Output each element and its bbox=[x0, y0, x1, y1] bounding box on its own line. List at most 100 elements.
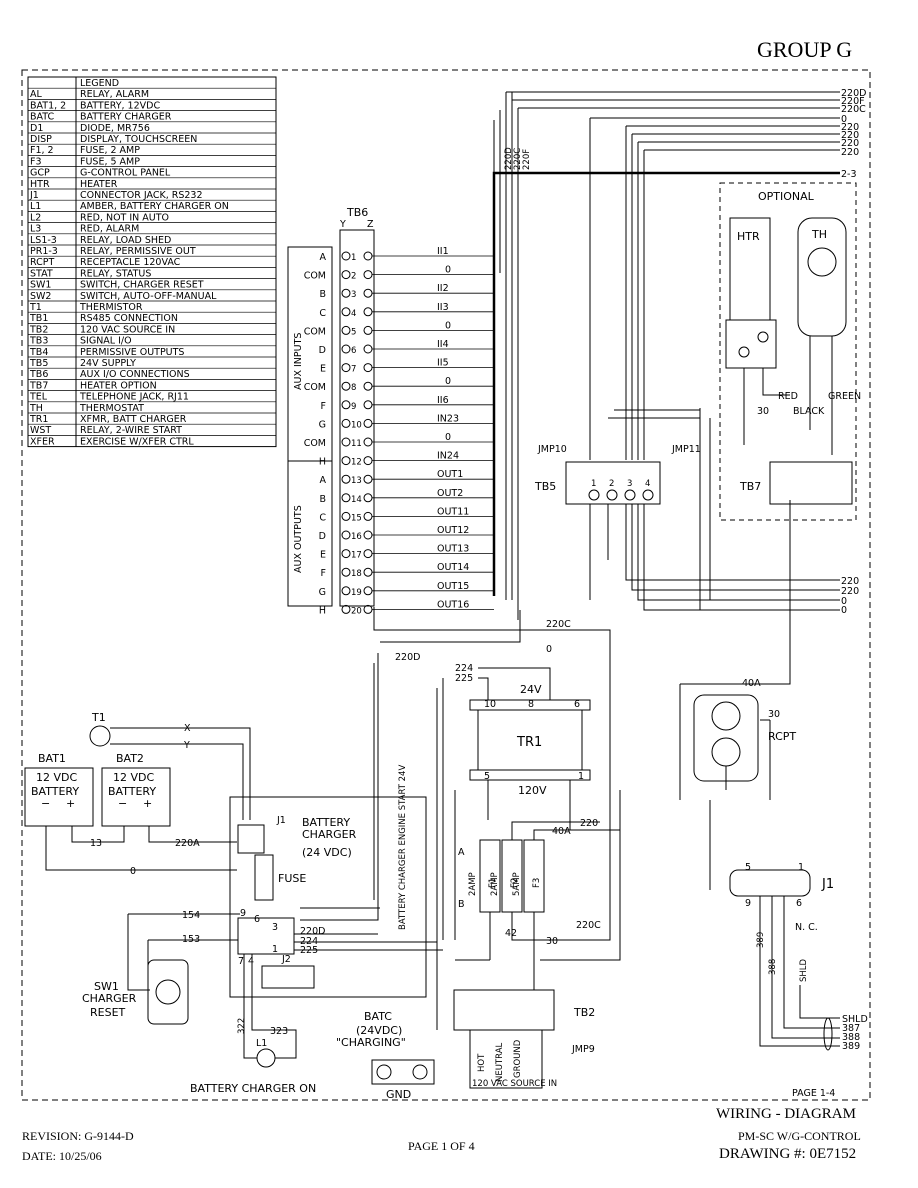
legend-desc: BATTERY CHARGER bbox=[80, 112, 172, 123]
tb6-screw bbox=[341, 530, 351, 540]
tb6-strip bbox=[339, 229, 375, 607]
tb6-num: 18 bbox=[351, 569, 362, 579]
fuse3-label: F3 bbox=[532, 878, 542, 888]
tb6-screw bbox=[341, 511, 351, 521]
htr-30-label: 30 bbox=[757, 406, 769, 417]
tb6-wire-label: II5 bbox=[437, 358, 449, 369]
fuse-w220: 220 bbox=[580, 818, 598, 829]
legend-code: BATC bbox=[30, 112, 55, 123]
tb6-wire-label: II2 bbox=[437, 283, 449, 294]
tb6-screw bbox=[341, 363, 351, 373]
pin-4: 4 bbox=[248, 956, 254, 967]
tb6-num: 3 bbox=[351, 290, 356, 300]
rcpt-label: RCPT bbox=[768, 730, 796, 743]
tb6-num: 9 bbox=[351, 402, 356, 412]
legend-desc: BATTERY, 12VDC bbox=[80, 100, 160, 111]
green-label: GREEN bbox=[828, 391, 861, 402]
tb6-num: 20 bbox=[351, 606, 362, 616]
tb6-screw-right bbox=[363, 604, 373, 614]
tb6-screw-right bbox=[363, 474, 373, 484]
legend-code: TB3 bbox=[29, 336, 48, 347]
tb6-num: 13 bbox=[351, 476, 362, 486]
j1-out-shld: SHLD bbox=[842, 1014, 868, 1025]
legend-desc: THERMISTOR bbox=[79, 302, 143, 313]
legend-desc: AMBER, BATTERY CHARGER ON bbox=[80, 201, 229, 212]
battery-charger: BATTERY CHARGER (24 VDC) FUSE J1 J2 BATT… bbox=[90, 765, 443, 998]
legend-desc: AUX I/O CONNECTIONS bbox=[80, 369, 190, 380]
bat2-minus: − bbox=[118, 797, 127, 810]
tb6-screw bbox=[341, 381, 351, 391]
sw1-line2: CHARGER bbox=[82, 992, 137, 1005]
j1-out-387: 387 bbox=[842, 1023, 860, 1034]
vwire-220f: 220F bbox=[522, 149, 532, 170]
tb6-term-label: A bbox=[320, 252, 327, 263]
footer-date: DATE: 10/25/06 bbox=[22, 1149, 102, 1163]
tb5-screw bbox=[642, 489, 654, 501]
tr1-transformer: 24V TR1 10 8 6 5 1 120V bbox=[454, 683, 711, 940]
tb6-term-label: COM bbox=[304, 382, 326, 393]
thermostat-body bbox=[797, 217, 847, 337]
j1-db9-connector: J1 5 1 9 6 389 388 N. C. SHLD SHLD 387 3… bbox=[729, 862, 868, 1052]
tb6-wire-label: OUT2 bbox=[437, 488, 463, 499]
tb2-caption: 120 VAC SOURCE IN bbox=[472, 1079, 557, 1089]
tb5-label: TB5 bbox=[534, 480, 556, 493]
tb6-term-label: D bbox=[319, 531, 326, 542]
tb6-num: 4 bbox=[351, 309, 356, 319]
tb6-term-label: H bbox=[319, 605, 326, 616]
pin-6: 6 bbox=[254, 914, 260, 925]
fuse-w42: 42 bbox=[505, 928, 517, 939]
diagram-border bbox=[21, 69, 871, 1101]
legend-code: WST bbox=[30, 425, 51, 436]
footer-drawing: DRAWING #: 0E7152 bbox=[719, 1146, 857, 1162]
legend-desc: RS485 CONNECTION bbox=[80, 313, 178, 324]
legend-code: TB1 bbox=[29, 313, 48, 324]
heater-terminal-block bbox=[725, 319, 777, 369]
tb6-term-label: B bbox=[319, 494, 326, 505]
pin-3: 3 bbox=[272, 922, 278, 933]
pin-9: 9 bbox=[240, 908, 246, 919]
tb6-screw-right bbox=[363, 251, 373, 261]
tr1-120v: 120V bbox=[518, 784, 547, 797]
t1-label: T1 bbox=[91, 711, 106, 724]
footer-title: WIRING - DIAGRAM bbox=[716, 1106, 856, 1122]
wire-label-220f: 220F bbox=[841, 96, 865, 107]
tb6-term-label: C bbox=[319, 308, 326, 319]
tb6-screw bbox=[341, 549, 351, 559]
bat2-plus: + bbox=[143, 797, 152, 810]
tb6-screw-right bbox=[363, 437, 373, 447]
legend-desc: SIGNAL I/O bbox=[80, 336, 132, 347]
optional-title: OPTIONAL bbox=[758, 190, 815, 203]
tb6-screw bbox=[341, 604, 351, 614]
tb6-screw-right bbox=[363, 344, 373, 354]
fuse-b: B bbox=[458, 899, 465, 910]
legend-desc: EXERCISE W/XFER CTRL bbox=[80, 436, 194, 447]
charger-title2: CHARGER bbox=[302, 828, 357, 841]
tb6-y: Y bbox=[339, 219, 346, 230]
j1-shld: SHLD bbox=[799, 958, 809, 982]
bat2-line1: 12 VDC bbox=[113, 771, 154, 784]
legend-desc: FUSE, 5 AMP bbox=[80, 156, 140, 167]
wire-label-220d: 220D bbox=[841, 88, 866, 99]
legend-code: TEL bbox=[29, 392, 48, 403]
right-wire-220-b: 220 bbox=[841, 586, 859, 597]
bat1-line1: 12 VDC bbox=[36, 771, 77, 784]
tb6-screw-right bbox=[363, 567, 373, 577]
tb6-term-label: F bbox=[321, 401, 326, 412]
vwire-220d: 220D bbox=[504, 147, 514, 170]
tb6-screw bbox=[341, 493, 351, 503]
legend-code: TB6 bbox=[29, 369, 48, 380]
tb5-num: 1 bbox=[591, 479, 596, 489]
charger-fuse-label: FUSE bbox=[278, 872, 306, 885]
pin-7: 7 bbox=[238, 956, 244, 967]
tb6-num: 6 bbox=[351, 346, 356, 356]
tb6-title: TB6 bbox=[346, 206, 368, 219]
tb6-screw-right bbox=[363, 381, 373, 391]
footer-subtitle: PM-SC W/G-CONTROL bbox=[738, 1129, 861, 1143]
tb5-screw bbox=[624, 489, 636, 501]
charger-w13: 13 bbox=[90, 838, 102, 849]
j1-conn-label: J1 bbox=[821, 877, 834, 892]
legend-code: BAT1, 2 bbox=[30, 100, 66, 111]
legend-code: L1 bbox=[30, 201, 41, 212]
